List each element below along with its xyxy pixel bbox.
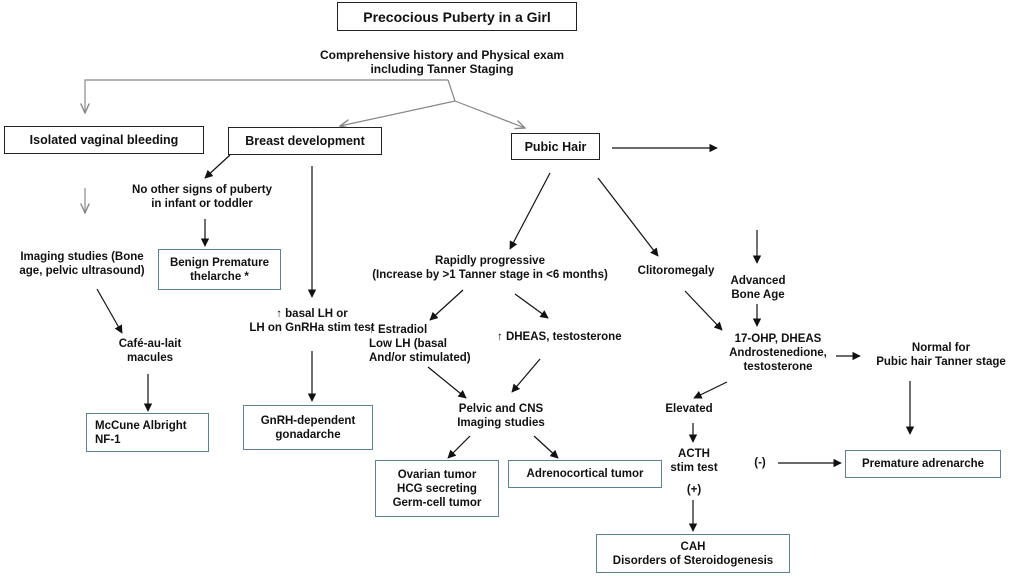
diagram-title: Precocious Puberty in a Girl <box>337 2 577 31</box>
hormones-panel-text: 17-OHP, DHEAS Androstenedione, testoster… <box>729 333 827 373</box>
pubic-hair-box: Pubic Hair <box>511 133 600 160</box>
isolated-vaginal-bleeding-box: Isolated vaginal bleeding <box>4 126 204 154</box>
imaging-studies-text: Imaging studies (Bone age, pelvic ultras… <box>19 251 145 277</box>
dheas-testosterone-text: ↑ DHEAS, testosterone <box>497 331 622 343</box>
positive-result-label: (+) <box>686 484 702 496</box>
gnrh-dependent-box: GnRH-dependent gonadarche <box>243 405 373 450</box>
arrow-rapid-to-estradiol <box>429 289 464 321</box>
arrow-pubic-to-clito <box>597 177 659 257</box>
mccune-albright-box: McCune Albright NF-1 <box>86 413 209 452</box>
negative-result-label: (-) <box>754 457 766 469</box>
benign-thelarche-box: Benign Premature thelarche * <box>158 249 281 290</box>
clitoromegaly-text: Clitoromegaly <box>637 265 715 277</box>
breast-development-box: Breast development <box>228 127 382 155</box>
premature-adrenarche-box: Premature adrenarche <box>845 450 1001 478</box>
acth-stim-test-text: ACTH stim test <box>670 448 718 474</box>
arrow-breast-to-nosigns <box>204 154 231 179</box>
arrow-ohp-to-elevated <box>693 381 728 399</box>
arrow-imaging-to-cafe <box>96 288 123 334</box>
ovarian-tumor-box: Ovarian tumor HCG secreting Germ-cell tu… <box>375 460 499 517</box>
cafe-au-lait-text: Café-au-lait macules <box>118 338 182 364</box>
arrow-estradiol-to-pelvic <box>427 366 467 399</box>
arrow-pelvic-to-adrenocortical <box>533 435 559 459</box>
history-exam-text: Comprehensive history and Physical exam … <box>319 48 565 76</box>
pelvic-cns-imaging-text: Pelvic and CNS Imaging studies <box>457 403 545 429</box>
no-other-signs-text: No other signs of puberty in infant or t… <box>132 184 272 210</box>
cah-box: CAH Disorders of Steroidogenesis <box>596 534 790 573</box>
basal-lh-text: ↑ basal LH or LH on GnRHa stim test <box>249 308 375 334</box>
rapidly-progressive-text: Rapidly progressive (Increase by >1 Tann… <box>372 255 608 281</box>
arrow-dheas-to-pelvic <box>511 358 541 393</box>
arrow-rapid-to-dheas <box>514 293 549 319</box>
normal-pubic-hair-text: Normal for Pubic hair Tanner stage <box>876 342 1006 368</box>
elevated-text: Elevated <box>665 403 713 415</box>
estradiol-text: ↑ Estradiol Low LH (basal And/or stimula… <box>369 324 471 364</box>
arrow-pubic-to-rapid <box>509 172 551 250</box>
arrow-hub-to-breast <box>340 100 456 126</box>
arrow-history-to-bleeding <box>85 79 448 113</box>
arrow-clito-to-ohp <box>684 290 723 331</box>
arrow-hub-to-pubic <box>454 100 525 128</box>
adrenocortical-tumor-box: Adrenocortical tumor <box>508 460 662 488</box>
advanced-bone-age-text: Advanced Bone Age <box>730 275 786 301</box>
arrow-history-to-hub <box>447 79 456 102</box>
arrow-pelvic-to-ovarian <box>447 435 471 459</box>
